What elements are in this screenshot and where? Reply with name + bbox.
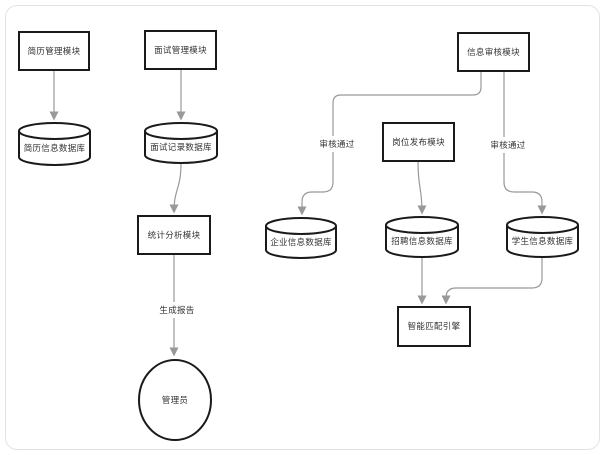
review-pass-left-edge-label: 审核通过 [309,136,365,152]
admin-actor-label: 管理员 [161,394,189,405]
interview-module-shape[interactable] [144,30,217,70]
stats-module-label: 统计分析模块 [147,229,201,240]
edge-job-post-module-to-recruit-db [417,160,427,215]
recruit-db-shape[interactable] [385,216,459,258]
interview-db-shape[interactable] [144,122,218,164]
match-engine-shape[interactable] [397,306,471,347]
review-module-shape[interactable] [457,32,530,72]
admin-actor-shape[interactable] [138,359,212,441]
edge-review-module-to-student-db [503,71,547,215]
job-post-module-shape[interactable] [382,122,455,162]
edge-interview-db-to-stats-module [169,162,182,214]
review-module-label: 信息审核模块 [467,46,520,57]
match-engine-label: 智能匹配引擎 [407,321,461,332]
recruit-db-label: 招聘信息数据库 [391,235,453,246]
student-db-shape[interactable] [506,216,579,258]
stats-module-shape[interactable] [137,215,211,255]
resume-db-shape[interactable] [18,122,91,166]
enterprise-db-label: 企业信息数据库 [270,236,332,247]
generate-report-edge-label: 生成报告 [149,302,205,318]
edge-student-db-to-match-engine [441,257,543,305]
student-db-label: 学生信息数据库 [511,235,574,246]
resume-module-label: 简历管理模块 [27,45,81,56]
review-pass-right-edge-label: 审核通过 [480,137,536,153]
interview-db-label: 面试记录数据库 [150,141,212,152]
job-post-module-label: 岗位发布模块 [392,136,445,147]
interview-module-label: 面试管理模块 [154,44,207,55]
resume-module-shape[interactable] [18,31,90,71]
enterprise-db-shape[interactable] [265,217,337,259]
resume-db-label: 简历信息数据库 [23,142,86,153]
